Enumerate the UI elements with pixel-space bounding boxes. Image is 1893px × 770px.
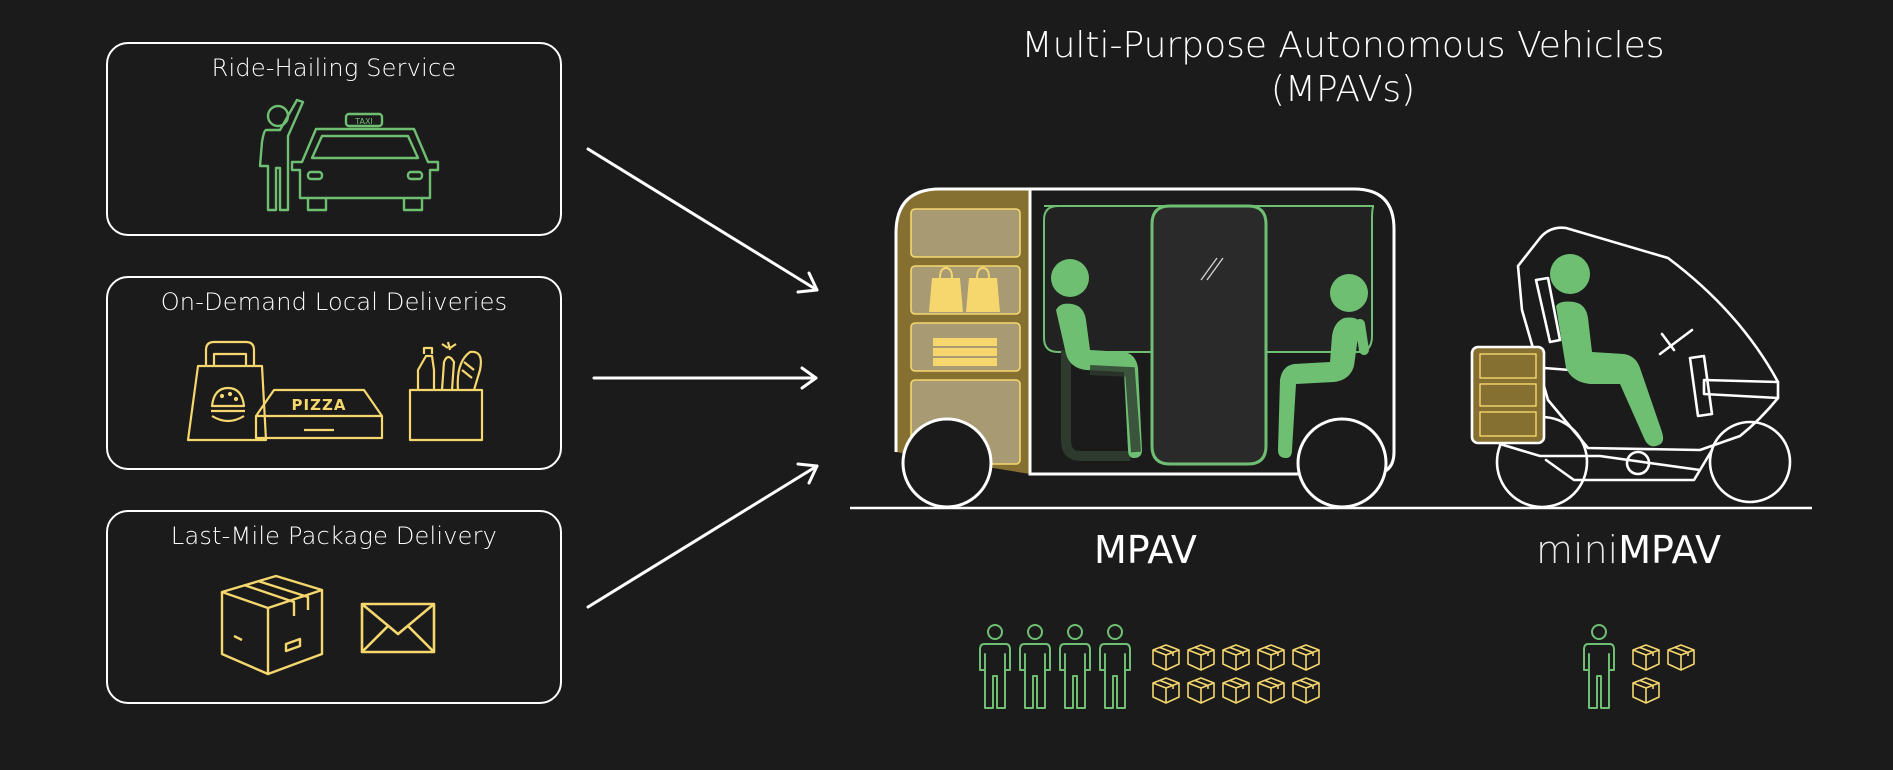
parcel-icon	[1187, 677, 1215, 704]
grocery-bag-icon	[408, 341, 484, 442]
minimpav-label-prefix: mini	[1536, 528, 1619, 572]
minimpav-vehicle	[1495, 226, 1792, 509]
title-line-2: (MPAVs)	[1270, 69, 1416, 110]
minimpav-capacity-icons	[1583, 624, 1695, 709]
parcel-icon	[1257, 677, 1285, 704]
service-title: Last-Mile Package Delivery	[170, 522, 498, 550]
minimpav-cargo-box	[1470, 345, 1546, 445]
minimpav-passenger	[1550, 254, 1664, 447]
main-title: Multi-Purpose Autonomous Vehicles (MPAVs…	[968, 24, 1718, 112]
passenger-icon	[1019, 624, 1051, 709]
local-delivery-icons: PIZZA	[186, 340, 484, 442]
minimpav-label-main: MPAV	[1618, 528, 1722, 572]
passenger-icon	[1099, 624, 1131, 709]
minimpav-rear-wheel	[1708, 420, 1792, 504]
minimpav-chassis	[1498, 442, 1714, 482]
mpav-front-wheel	[901, 417, 993, 509]
service-box-local-deliveries: On-Demand Local Deliveries PIZZA	[106, 276, 562, 470]
parcel-icon	[1632, 677, 1660, 704]
burger-bag-icon	[186, 340, 268, 442]
parcel-icon	[1632, 644, 1660, 671]
parcel-icon	[1292, 677, 1320, 704]
minimpav-hub	[1625, 450, 1651, 476]
mpav-door	[1150, 204, 1268, 466]
mpav-vehicle	[894, 187, 1396, 509]
parcel-icon	[1292, 644, 1320, 671]
minimpav-rear-seat	[1688, 354, 1714, 418]
minimpav-canopy	[1516, 226, 1780, 402]
minimpav-label: miniMPAV	[1536, 528, 1721, 572]
taxi-sign-text: TAXI	[354, 117, 373, 126]
mpav-rear-wheel	[1296, 417, 1388, 509]
parcel-icon	[1187, 644, 1215, 671]
mpav-passenger-left	[1051, 259, 1142, 461]
door-glare	[1200, 257, 1224, 281]
mpav-capacity-icons	[979, 624, 1320, 709]
passenger-icon	[1059, 624, 1091, 709]
taxi-icon: TAXI	[290, 112, 440, 212]
package-box-icon	[220, 574, 324, 676]
package-delivery-icons	[220, 574, 436, 676]
shopping-bags-icon	[929, 266, 1000, 312]
pizza-box-icon: PIZZA	[254, 388, 384, 440]
parcel-icon	[1257, 644, 1285, 671]
parcel-icon	[1152, 644, 1180, 671]
minimpav-handle	[1534, 276, 1562, 344]
person-waving-icon	[258, 98, 305, 212]
parcel-icon	[1667, 644, 1695, 671]
mpav-label: MPAV	[1094, 528, 1197, 572]
arrow-package-delivery	[586, 462, 819, 609]
title-line-1: Multi-Purpose Autonomous Vehicles	[1021, 25, 1665, 66]
passenger-icon	[1583, 624, 1615, 709]
service-box-ride-hailing: Ride-Hailing Service TAXI	[106, 42, 562, 236]
arrow-ride-hailing	[586, 147, 819, 294]
service-title: On-Demand Local Deliveries	[160, 288, 508, 316]
minimpav-dash	[1658, 328, 1694, 356]
parcel-icon	[1222, 677, 1250, 704]
parcel-icon	[1152, 677, 1180, 704]
pizza-text: PIZZA	[292, 396, 347, 414]
parcel-icon	[1222, 644, 1250, 671]
minimpav-cargo-mount	[1542, 366, 1572, 372]
envelope-icon	[360, 602, 436, 654]
ride-hailing-icons: TAXI	[258, 98, 440, 212]
service-box-package-delivery: Last-Mile Package Delivery	[106, 510, 562, 704]
passenger-icon	[979, 624, 1011, 709]
arrow-local-deliveries	[592, 366, 818, 390]
minimpav-body	[1546, 378, 1780, 452]
parcel-stack-icon	[933, 338, 997, 366]
mpav-passenger-right	[1278, 274, 1369, 458]
service-title: Ride-Hailing Service	[211, 54, 457, 82]
